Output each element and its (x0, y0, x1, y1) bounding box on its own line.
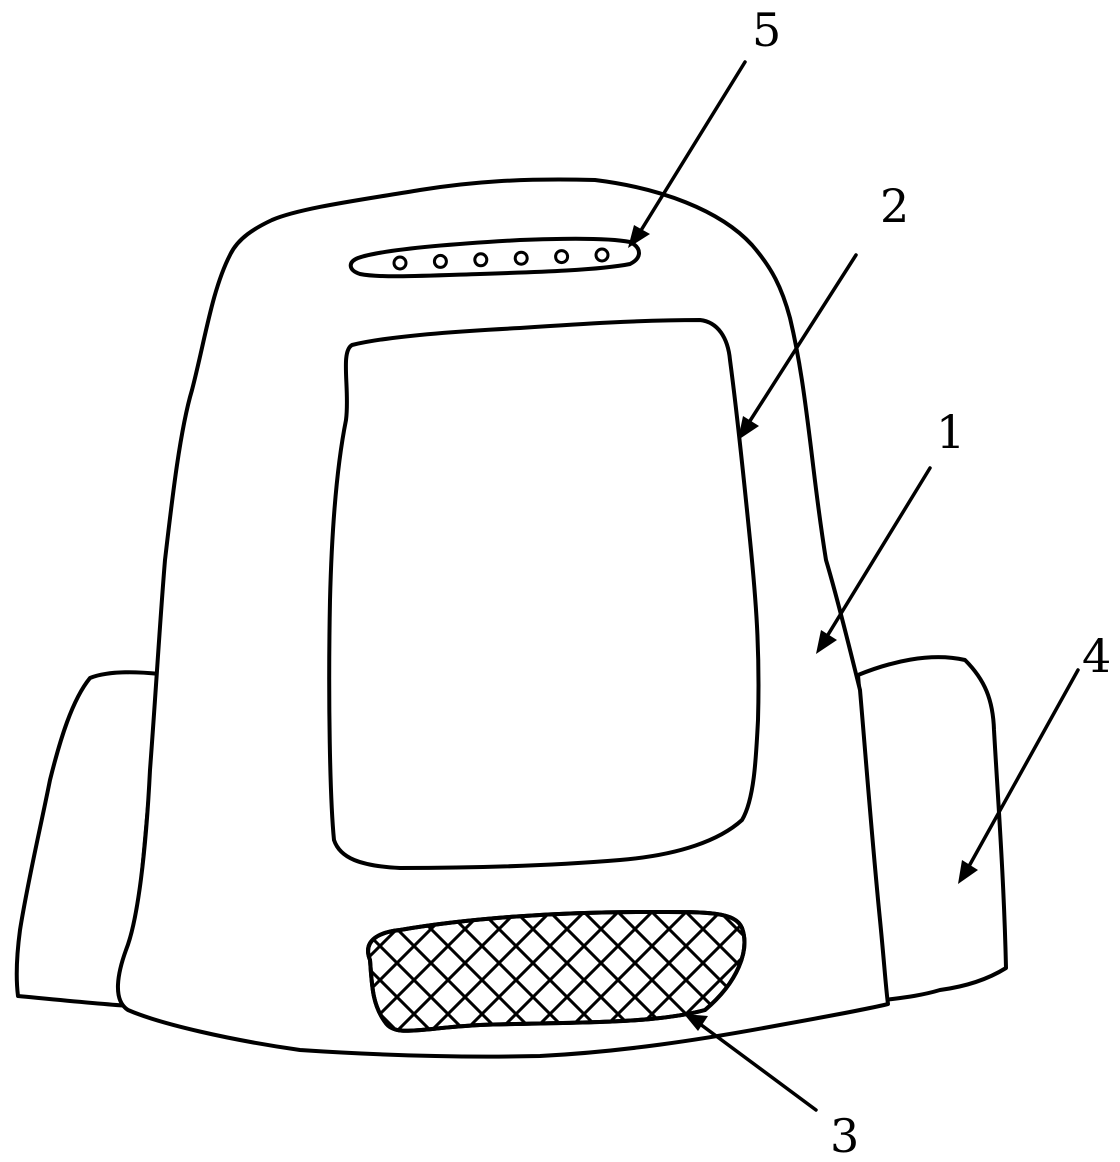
leader-5 (628, 60, 747, 248)
mesh-line (994, 880, 1120, 1080)
left-side-wing (14, 670, 162, 1008)
indicator-hole (473, 252, 489, 268)
leader-2 (738, 253, 858, 440)
callout-3: 3 (830, 1109, 859, 1162)
indicator-hole (432, 253, 448, 269)
mesh-line (618, 911, 745, 1031)
mesh-line (1062, 880, 1120, 1080)
leader-4 (958, 668, 1080, 884)
indicator-hole (594, 247, 610, 263)
indicator-hole (392, 255, 408, 271)
indicator-strip (348, 236, 641, 279)
leader-3 (684, 1014, 818, 1112)
mesh-line (0, 880, 4, 1080)
mesh-line (994, 880, 1120, 1080)
indicator-hole (513, 250, 529, 266)
mesh-line (0, 880, 4, 1080)
mesh-line (1096, 880, 1120, 1080)
mesh-line (1062, 880, 1120, 1080)
callout-1: 1 (936, 405, 965, 459)
mesh-line (1028, 880, 1120, 1080)
mesh-line (1028, 880, 1120, 1080)
indicator-hole (554, 249, 570, 265)
side-wing (856, 655, 1008, 1002)
callout-4: 4 (1082, 629, 1111, 683)
window-panel (327, 318, 761, 870)
indicator-holes (392, 247, 610, 271)
callout-5: 5 (752, 3, 781, 57)
mesh-line (584, 911, 745, 1031)
callout-2: 2 (880, 179, 909, 233)
leader-1 (816, 466, 932, 654)
mesh-line (1096, 880, 1120, 1080)
